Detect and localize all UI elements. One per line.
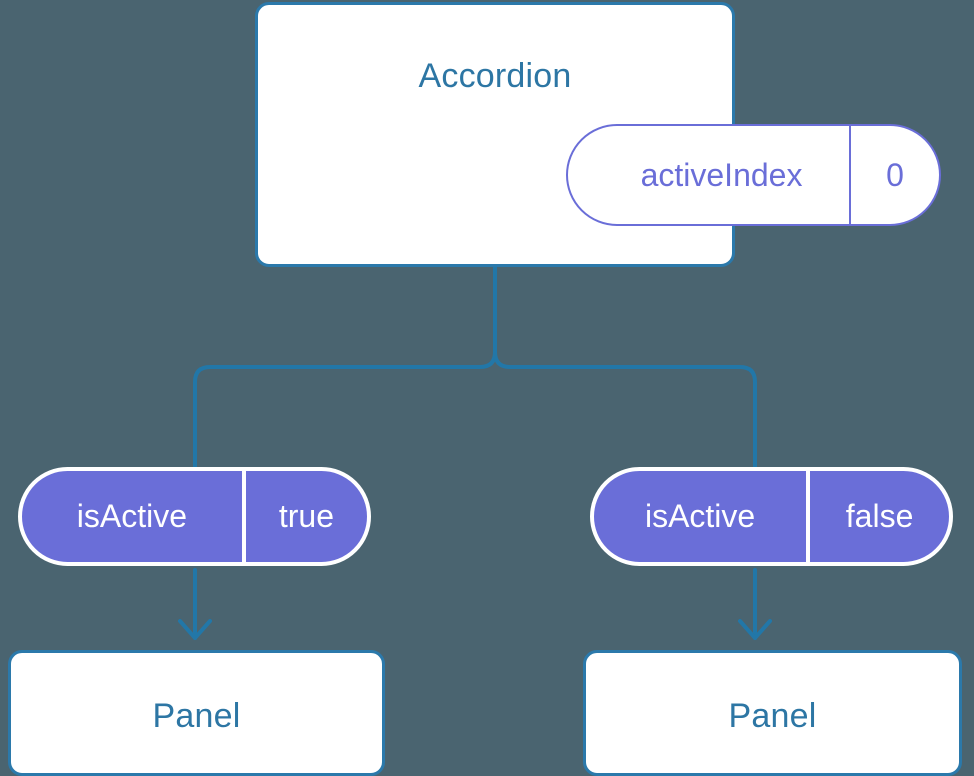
right-panel-component-card[interactable]: Panel: [583, 650, 962, 776]
left-branch-prop-pill[interactable]: isActive true: [18, 467, 371, 566]
branch-connector-right: [493, 350, 757, 469]
right-branch-prop-pill[interactable]: isActive false: [590, 467, 953, 566]
left-branch-prop-key: isActive: [76, 498, 188, 534]
accordion-prop-pill[interactable]: activeIndex 0: [566, 124, 941, 226]
accordion-component-card[interactable]: Accordion activeIndex 0: [255, 2, 941, 267]
left-panel-component-card[interactable]: Panel: [8, 650, 385, 776]
accordion-prop-key: activeIndex: [640, 156, 803, 193]
right-branch-prop-value: false: [806, 471, 949, 562]
accordion-prop-value: 0: [849, 126, 939, 224]
left-arrow-head-icon: [178, 619, 212, 640]
right-arrow-head-icon: [738, 619, 772, 640]
left-branch-prop-value: true: [241, 471, 367, 562]
branch-connector-left: [193, 350, 497, 469]
right-branch-prop-key: isActive: [644, 498, 756, 534]
left-panel-title: Panel: [152, 697, 241, 735]
accordion-title: Accordion: [418, 57, 572, 95]
right-panel-title: Panel: [728, 697, 817, 735]
